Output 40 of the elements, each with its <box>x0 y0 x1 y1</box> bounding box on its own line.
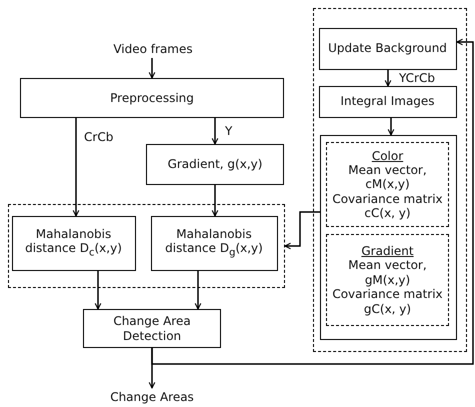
process-box <box>318 86 456 118</box>
edge-label: YCrCb <box>398 71 436 85</box>
arrow <box>194 271 202 310</box>
feature-box <box>326 234 449 326</box>
arrow <box>212 185 218 217</box>
group-box <box>313 8 467 352</box>
process-box <box>12 216 136 270</box>
node-text: Integral Images <box>340 94 435 109</box>
node-text: Mean vector, gM(x,y) <box>347 258 428 288</box>
node-text: Video frames <box>113 42 193 56</box>
group-box <box>8 204 285 288</box>
node-text: Change Area Detection <box>112 314 192 343</box>
arrow <box>384 70 392 87</box>
edge-label: CrCb <box>83 130 114 144</box>
node-text: Mahalanobis distance D$_{g}$(x,y) <box>164 226 264 260</box>
arrow <box>72 118 80 217</box>
node-text: Covariance matrix gC(x, y) <box>331 287 444 316</box>
process-box <box>83 309 221 348</box>
arrow <box>388 118 394 136</box>
arrow <box>148 58 156 79</box>
node-text: Mahalanobis distance D$_{c}$(x,y) <box>24 226 123 260</box>
model-box <box>320 134 456 340</box>
node-text: Change Areas <box>110 390 194 404</box>
node-text: Covariance matrix cC(x, y) <box>331 192 444 220</box>
process-box <box>146 144 284 185</box>
feature-box <box>326 142 449 227</box>
arrow <box>284 211 320 250</box>
node-text: Gradient, g(x,y) <box>168 157 262 172</box>
node-text: Mean vector, cM(x,y) <box>347 162 428 192</box>
node-text: Update Background <box>328 41 447 56</box>
section-heading: Gradient <box>361 244 414 258</box>
edge-label: Y <box>224 124 234 138</box>
process-box <box>20 78 284 118</box>
section-heading: Color <box>372 148 404 163</box>
arrow <box>212 118 218 145</box>
process-box <box>150 216 278 270</box>
node-text: Preprocessing <box>110 90 194 106</box>
arrow <box>151 38 474 365</box>
process-box <box>318 28 456 70</box>
arrow <box>94 271 102 310</box>
